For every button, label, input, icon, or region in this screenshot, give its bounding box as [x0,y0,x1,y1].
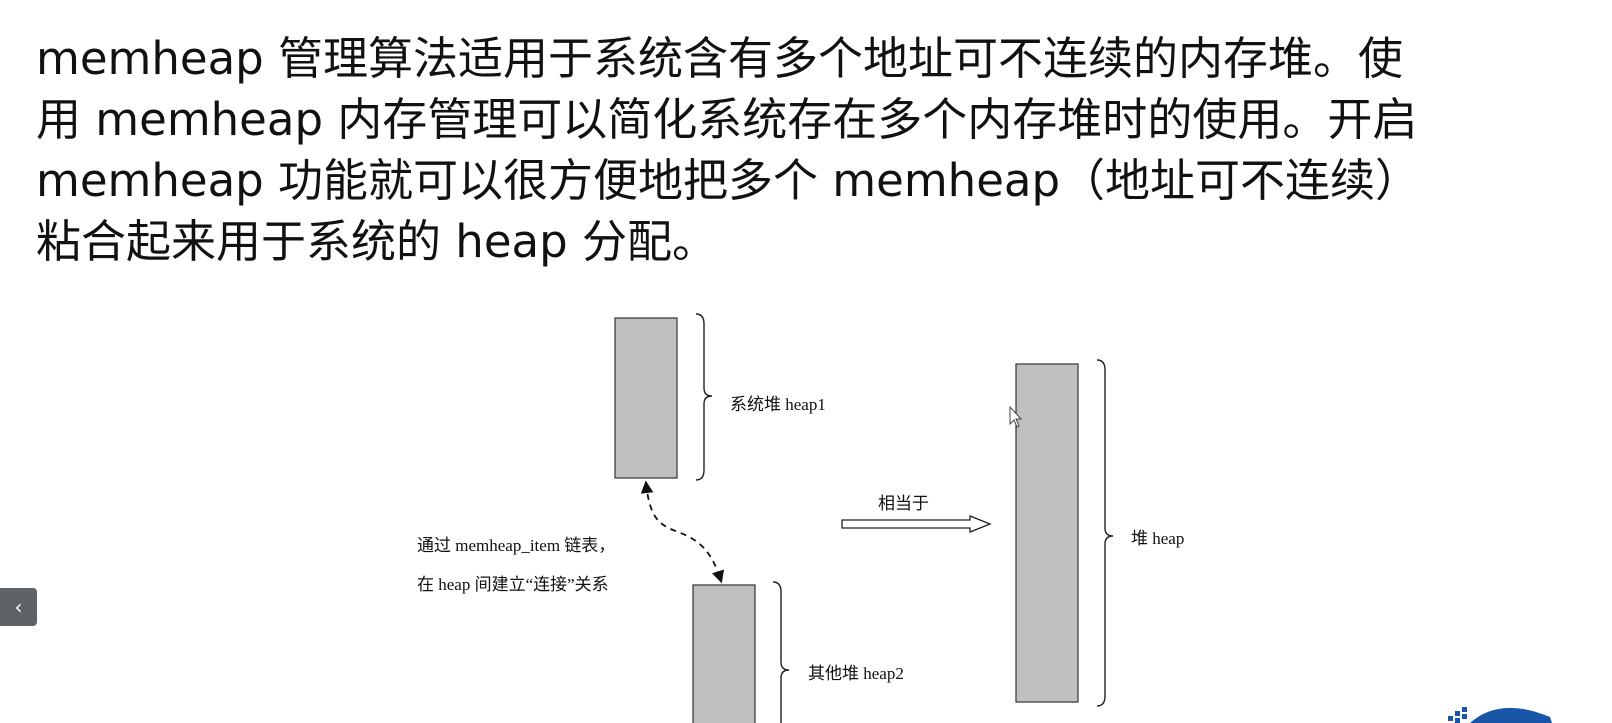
heap2-brace [772,581,790,723]
paragraph-line-2: 用 memheap 内存管理可以简化系统存在多个内存堆时的使用。开启 [36,93,1418,146]
equivalence-label: 相当于 [878,494,929,513]
brand-logo [1448,707,1552,723]
heap2-block [692,584,756,723]
link-note-line-2: 在 heap 间建立“连接”关系 [417,575,609,594]
heap2-label: 其他堆 heap2 [808,664,904,683]
memheap-item-link [640,480,725,584]
paragraph-line-3: memheap 功能就可以很方便地把多个 memheap（地址可不连续） [36,154,1421,207]
combined-heap-block [1015,363,1079,703]
paragraph-line-1: memheap 管理算法适用于系统含有多个地址可不连续的内存堆。使 [36,32,1404,85]
mouse-cursor-icon [1009,405,1023,428]
link-note-line-1: 通过 memheap_item 链表， [417,536,615,555]
paragraph-line-4: 粘合起来用于系统的 heap 分配。 [36,215,717,268]
combined-heap-brace [1096,359,1114,707]
intro-paragraph: memheap 管理算法适用于系统含有多个地址可不连续的内存堆。使 用 memh… [36,28,1596,272]
chevron-left-icon: ‹ [14,595,23,619]
heap1-label: 系统堆 heap1 [730,395,826,414]
combined-heap-label: 堆 heap [1131,529,1184,548]
heap1-brace [695,313,713,481]
equivalence-arrow [841,515,992,533]
heap1-block [614,317,678,479]
previous-slide-button[interactable]: ‹ [0,588,37,626]
